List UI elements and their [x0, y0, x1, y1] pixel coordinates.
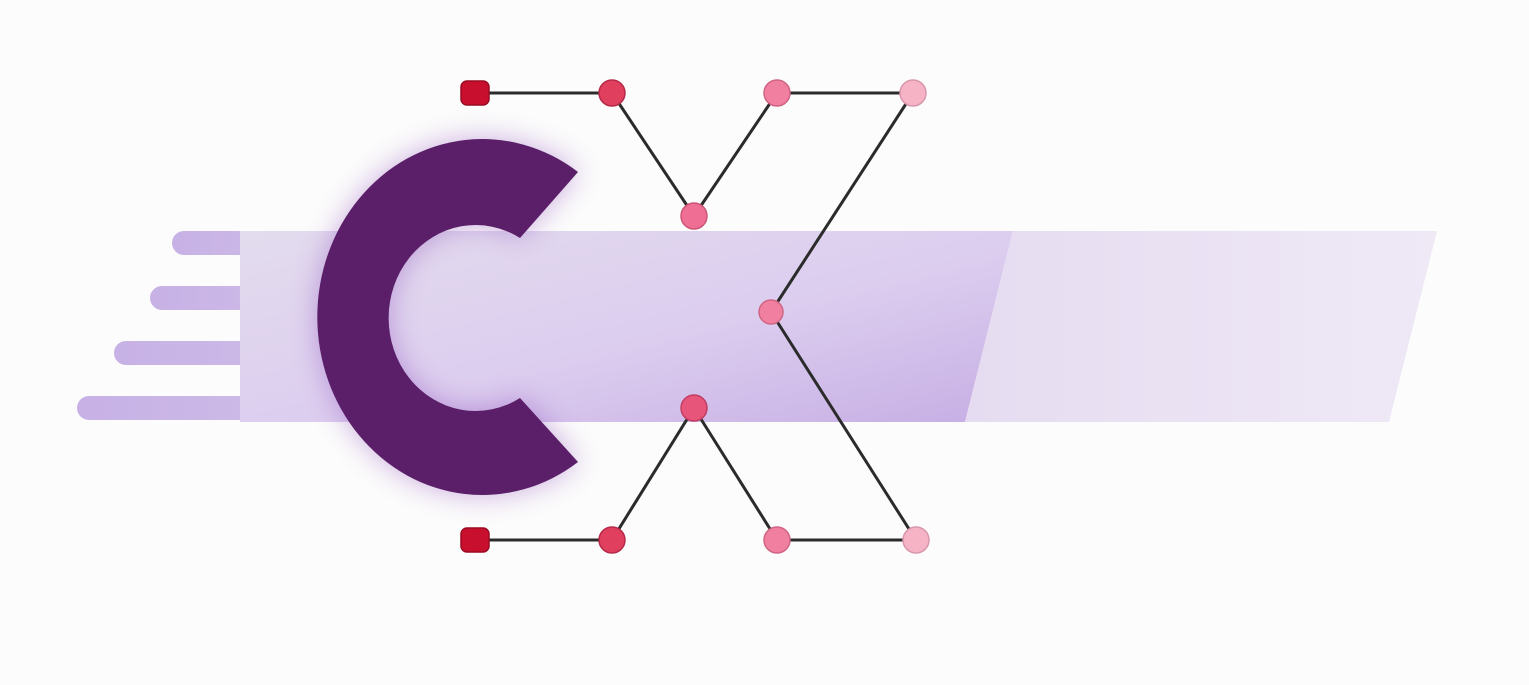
nodes	[460, 79, 930, 554]
connector-line	[610, 407, 696, 541]
connector-line	[769, 311, 918, 541]
node-dark-red	[460, 80, 490, 106]
letter-x-network	[460, 79, 930, 554]
letter-c-shape	[317, 139, 578, 496]
node-pink	[763, 79, 791, 107]
node-red	[680, 394, 708, 422]
band-right-section	[965, 231, 1437, 422]
letter-c	[317, 139, 578, 496]
node-pink	[758, 299, 784, 325]
speed-line	[77, 396, 282, 420]
connector-line	[769, 92, 915, 313]
horizontal-band	[240, 231, 1437, 422]
connector-lines	[475, 91, 918, 542]
connector-line	[692, 407, 779, 541]
band-left-section	[240, 231, 1013, 422]
node-red	[598, 526, 626, 554]
node-red	[598, 79, 626, 107]
node-pink	[680, 202, 708, 230]
node-dark-red	[460, 527, 490, 553]
node-light-pink	[899, 79, 927, 107]
node-pink	[763, 526, 791, 554]
connector-line	[692, 92, 779, 217]
connector-line	[610, 92, 696, 217]
node-light-pink	[902, 526, 930, 554]
